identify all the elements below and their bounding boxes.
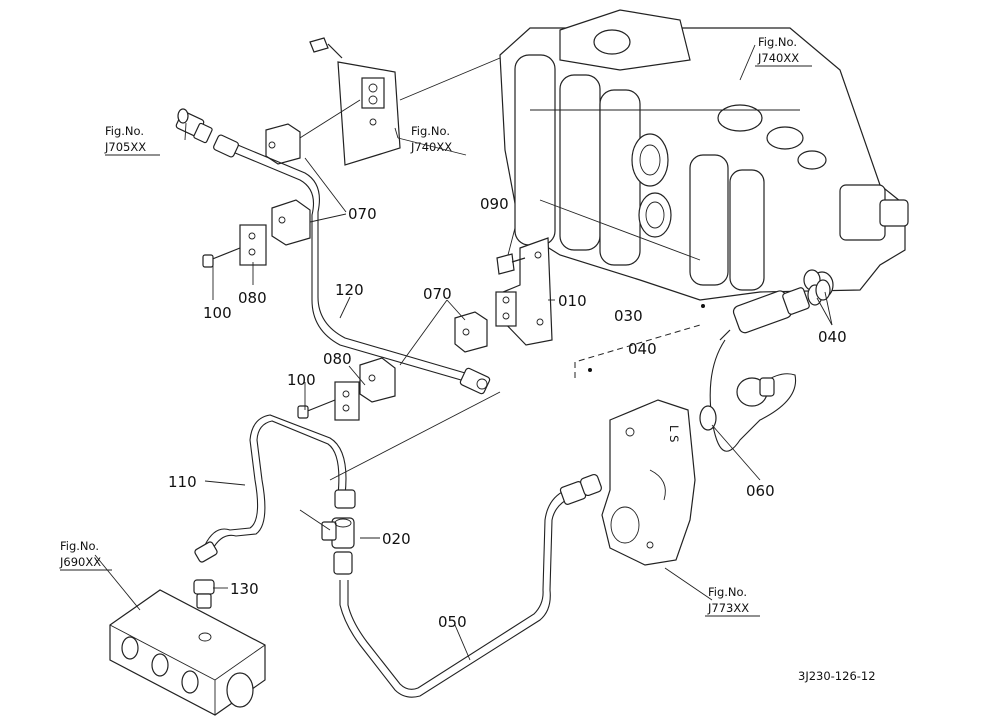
fig-ref-j740a-line1: Fig.No.: [411, 124, 450, 138]
valve-bracket: [283, 37, 501, 166]
leader-lines: [94, 44, 833, 661]
clamp-blocks-lower: [297, 311, 488, 421]
part-labels: 010 020 030 040 040 050 060 070 070 080 …: [168, 195, 847, 631]
label-080-b: 080: [323, 350, 352, 368]
label-110: 110: [168, 473, 197, 491]
fig-ref-j705-line1: Fig.No.: [105, 124, 144, 138]
pipe-050: [339, 473, 603, 698]
clamp-blocks-upper: [202, 123, 311, 268]
label-030: 030: [614, 307, 643, 325]
svg-text:L S: L S: [667, 425, 681, 442]
label-080-a: 080: [238, 289, 267, 307]
figure-references: Fig.No. J705XX Fig.No. J740XX Fig.No. J7…: [59, 35, 812, 617]
label-060: 060: [746, 482, 775, 500]
label-020: 020: [382, 530, 411, 548]
fig-ref-j690-line1: Fig.No.: [60, 539, 99, 553]
pressure-switch: [719, 279, 831, 341]
label-100-b: 100: [287, 371, 316, 389]
drawing-code: 3J230-126-12: [798, 669, 876, 683]
fig-ref-j690-line2: J690XX: [59, 555, 101, 569]
pipe-120: [213, 134, 491, 395]
label-040-a: 040: [628, 340, 657, 358]
fig-ref-j740a-line2: J740XX: [410, 140, 452, 154]
label-050: 050: [438, 613, 467, 631]
adapter-130: [193, 579, 215, 609]
harness-060: [699, 339, 797, 452]
fig-ref-j773-line1: Fig.No.: [708, 585, 747, 599]
fig-ref-j705-line2: J705XX: [104, 140, 146, 154]
label-070-b: 070: [423, 285, 452, 303]
fig-ref-j773-line2: J773XX: [707, 601, 749, 615]
label-010: 010: [558, 292, 587, 310]
label-130: 130: [230, 580, 259, 598]
label-090: 090: [480, 195, 509, 213]
control-valve-assembly: [499, 9, 909, 301]
label-040-b: 040: [818, 328, 847, 346]
elbow-fitting: [175, 108, 213, 144]
hydraulic-block: [109, 589, 266, 716]
bracket-010: [495, 237, 553, 346]
label-120: 120: [335, 281, 364, 299]
label-100-a: 100: [203, 304, 232, 322]
reference-lines: [299, 304, 705, 531]
label-070-a: 070: [348, 205, 377, 223]
tee-fitting-020: [321, 517, 355, 575]
mounting-plate: L S: [601, 399, 696, 566]
pipe-110: [194, 414, 356, 563]
fig-ref-j740b-line2: J740XX: [757, 51, 799, 65]
fig-ref-j740b-line1: Fig.No.: [758, 35, 797, 49]
